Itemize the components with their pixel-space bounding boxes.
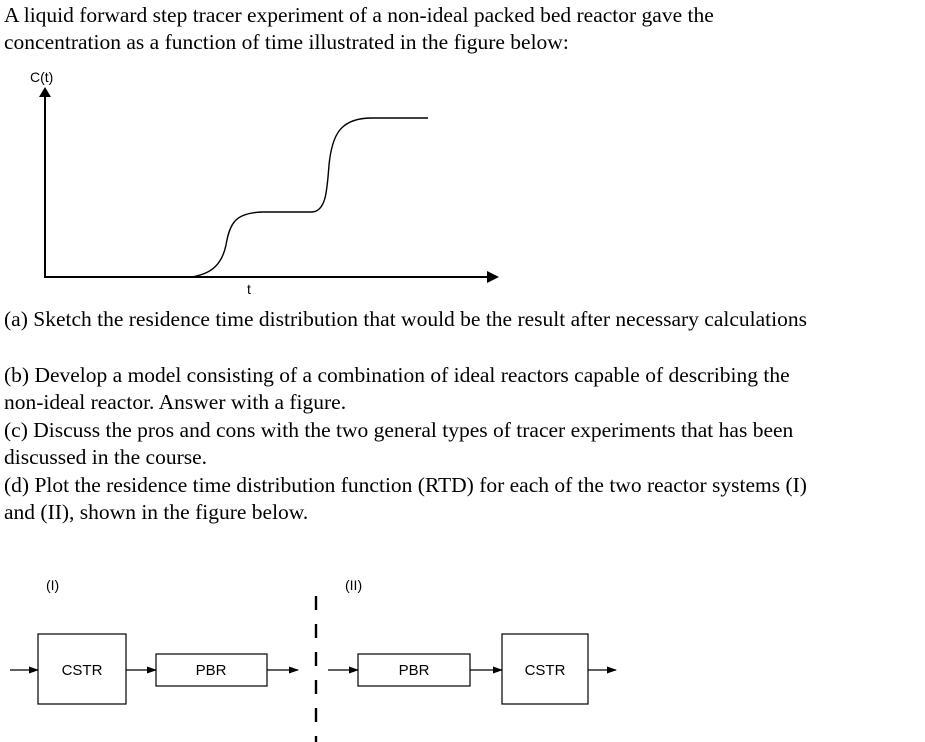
system-2-cstr-box (501, 633, 589, 705)
question-a: (a) Sketch the residence time distributi… (4, 306, 919, 333)
intro-line-1: A liquid forward step tracer experiment … (4, 3, 714, 27)
x-axis-arrowhead (487, 271, 499, 283)
question-d-line-1: (d) Plot the residence time distribution… (4, 473, 807, 497)
y-axis-label: C(t) (30, 69, 53, 85)
step-response-figure: C(t) t (30, 69, 499, 297)
intro-text: A liquid forward step tracer experiment … (4, 2, 919, 56)
question-d-line-2: and (II), shown in the figure below. (4, 500, 309, 524)
system-1-pbr-label: PBR (196, 662, 227, 679)
intro-line-2: concentration as a function of time illu… (4, 30, 569, 54)
system-2-pbr-label: PBR (399, 662, 430, 679)
question-c-line-1: (c) Discuss the pros and cons with the t… (4, 418, 794, 442)
question-c: (c) Discuss the pros and cons with the t… (4, 417, 919, 471)
question-d: (d) Plot the residence time distribution… (4, 472, 919, 526)
question-b: (b) Develop a model consisting of a comb… (4, 362, 919, 416)
system-1-label: (I) (46, 577, 59, 593)
y-axis-arrowhead (39, 87, 51, 97)
system-1-cstr-label: CSTR (62, 662, 103, 679)
question-b-line-1: (b) Develop a model consisting of a comb… (4, 363, 790, 387)
question-a-line-1: (a) Sketch the residence time distributi… (4, 307, 807, 331)
concentration-curve (190, 117, 428, 278)
reactor-systems-figure: (I) (II) CSTR PBR PBR CSTR (10, 577, 617, 742)
system-2-cstr-label: CSTR (525, 662, 566, 679)
system-1-cstr-box (37, 633, 127, 705)
system-2-label: (II) (345, 577, 362, 593)
question-b-line-2: non-ideal reactor. Answer with a figure. (4, 390, 347, 414)
question-c-line-2: discussed in the course. (4, 445, 208, 469)
x-axis-label: t (247, 281, 251, 297)
